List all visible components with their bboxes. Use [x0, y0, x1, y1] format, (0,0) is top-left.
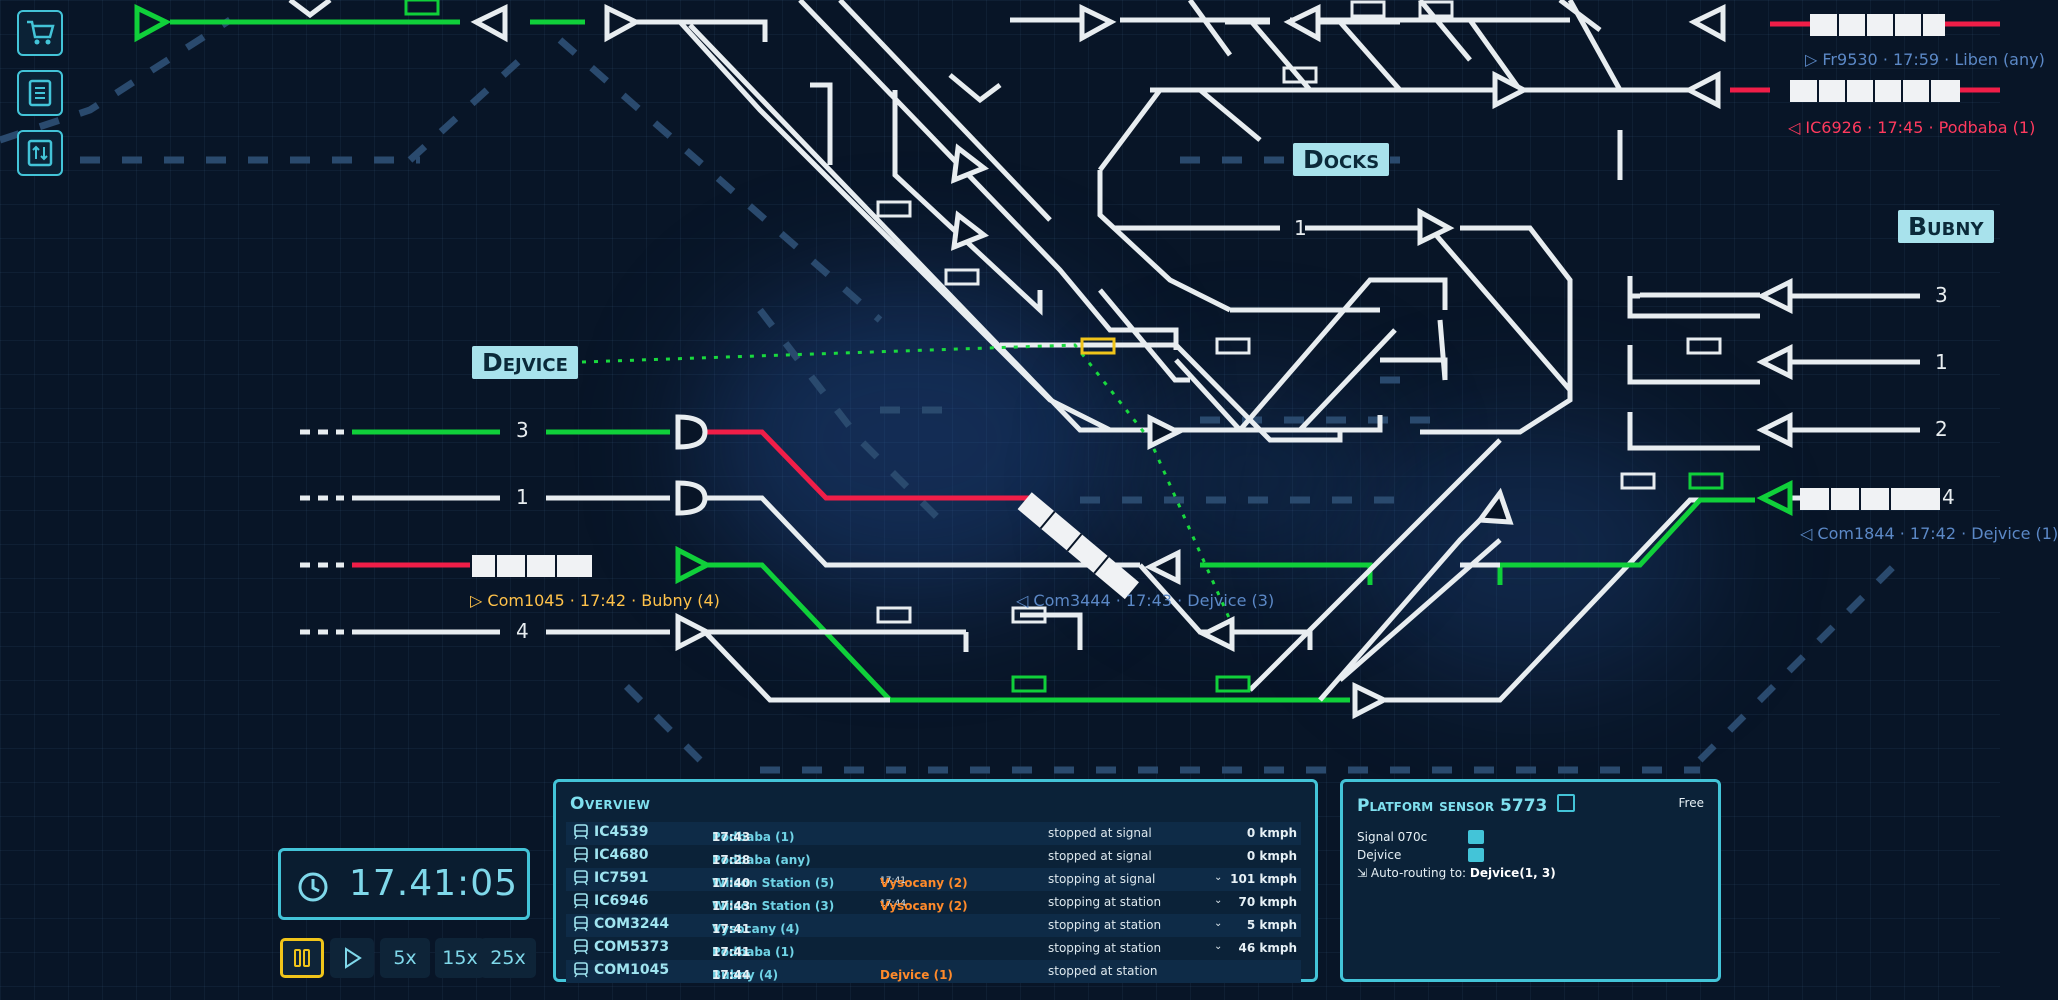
train-tag-com3444[interactable]: ◁ Com3444 · 17:43 · Dejvice (3)	[1016, 591, 1275, 610]
play-icon	[345, 947, 362, 969]
book-icon	[28, 79, 52, 107]
sensor-title: Platform sensor 5773	[1357, 794, 1576, 816]
train-id[interactable]: COM1045	[594, 962, 670, 978]
train-tag-com1045[interactable]: ▷ Com1045 · 17:42 · Bubny (4)	[470, 591, 720, 610]
train-icon	[574, 870, 588, 889]
train-speed: 5 kmph	[1246, 918, 1297, 932]
speed-25x-button[interactable]: 25x	[480, 938, 536, 978]
background-lines	[0, 17, 1903, 774]
train-status: stopped at signal	[1048, 826, 1152, 840]
train-id[interactable]: COM5373	[594, 939, 670, 955]
train-icon	[574, 939, 588, 958]
track-number: 4	[516, 619, 529, 643]
speed-15x-button[interactable]: 15x	[435, 938, 485, 978]
track-map[interactable]	[0, 0, 2000, 1000]
track-number: 3	[1935, 283, 1948, 307]
train-status: stopped at station	[1048, 964, 1158, 978]
game-clock: 17.41:05	[278, 848, 530, 920]
track-number: 2	[1935, 417, 1948, 441]
locate-station-button[interactable]	[1468, 848, 1484, 862]
pause-button[interactable]	[280, 938, 324, 978]
train-status: stopping at station	[1048, 941, 1162, 955]
train-tag-fr9530[interactable]: ▷ Fr9530 · 17:59 · Liben (any)	[1805, 50, 2045, 69]
train-id[interactable]: IC4539	[594, 824, 649, 840]
sensor-signal: Signal 070c	[1357, 830, 1428, 844]
cart-icon	[27, 20, 55, 45]
train-com1844	[1800, 488, 1940, 510]
station-label-bubny[interactable]: Bubny	[1898, 210, 1994, 243]
train-icon	[574, 824, 588, 843]
auto-routing-line: ⇲ Auto-routing to: Dejvice(1, 3)	[1357, 866, 1556, 880]
route-icon: ⇲	[1357, 866, 1368, 880]
train-icon	[574, 962, 588, 981]
train-icon	[574, 893, 588, 912]
sensor-station: Dejvice	[1357, 848, 1402, 862]
track-number: 1	[1294, 216, 1307, 240]
train-speed: 46 kmph	[1238, 941, 1298, 955]
train-id[interactable]: IC6946	[594, 893, 649, 909]
speed-5x-button[interactable]: 5x	[380, 938, 430, 978]
train-icon	[574, 916, 588, 935]
clock-icon	[298, 872, 328, 902]
chevron-down-icon[interactable]: ⌄	[1214, 918, 1223, 929]
sort-button[interactable]	[17, 130, 63, 176]
train-com3444	[1017, 492, 1139, 600]
locate-signal-button[interactable]	[1468, 830, 1484, 844]
train-speed: 101 kmph	[1230, 872, 1297, 886]
shop-button[interactable]	[17, 10, 63, 56]
sensor-link	[581, 343, 1232, 621]
train-ic6926	[1790, 80, 1960, 102]
train-id[interactable]: IC7591	[594, 870, 649, 886]
sensor-status: Free	[1678, 796, 1704, 810]
log-button[interactable]	[17, 70, 63, 116]
track-number: 3	[516, 418, 529, 442]
overview-title: Overview	[570, 794, 651, 814]
dejvice-tracks[interactable]	[300, 429, 1373, 703]
train-tag-ic6926[interactable]: ◁ IC6926 · 17:45 · Podbaba (1)	[1788, 118, 2036, 137]
train-status: stopping at station	[1048, 895, 1162, 909]
train-icon	[574, 847, 588, 866]
train-tag-com1844[interactable]: ◁ Com1844 · 17:42 · Dejvice (1)	[1800, 524, 2058, 543]
track-number: 1	[516, 485, 529, 509]
station-label-dejvice[interactable]: Dejvice	[472, 346, 578, 379]
train-speed: 0 kmph	[1246, 849, 1297, 863]
sort-icon	[27, 139, 53, 167]
signals[interactable]	[134, 4, 1793, 720]
bubny-tracks[interactable]	[1248, 21, 2000, 692]
train-id[interactable]: COM3244	[594, 916, 670, 932]
train-com1045	[472, 555, 592, 577]
track-number: 1	[1935, 350, 1948, 374]
chevron-down-icon[interactable]: ⌄	[1214, 941, 1223, 952]
train-status: stopping at station	[1048, 918, 1162, 932]
trains[interactable]	[472, 14, 1960, 600]
chevron-down-icon[interactable]: ⌄	[1214, 872, 1223, 883]
play-button[interactable]	[330, 938, 374, 978]
platform-markers[interactable]	[404, 0, 1724, 693]
chevron-down-icon[interactable]: ⌄	[1214, 895, 1223, 906]
station-label-docks[interactable]: Docks	[1293, 143, 1390, 176]
clock-time: 17.41:05	[349, 863, 518, 904]
sensor-panel[interactable]: Platform sensor 5773 Free Signal 070c De…	[1340, 779, 1721, 982]
train-speed: 0 kmph	[1246, 826, 1297, 840]
train-id[interactable]: IC4680	[594, 847, 649, 863]
track-number: 4	[1942, 485, 1955, 509]
train-status: stopping at signal	[1048, 872, 1156, 886]
train-status: stopped at signal	[1048, 849, 1152, 863]
edit-icon[interactable]	[1557, 794, 1576, 812]
pause-icon	[294, 949, 310, 967]
train-fr9530	[1810, 14, 1945, 36]
train-speed: 70 kmph	[1238, 895, 1298, 909]
